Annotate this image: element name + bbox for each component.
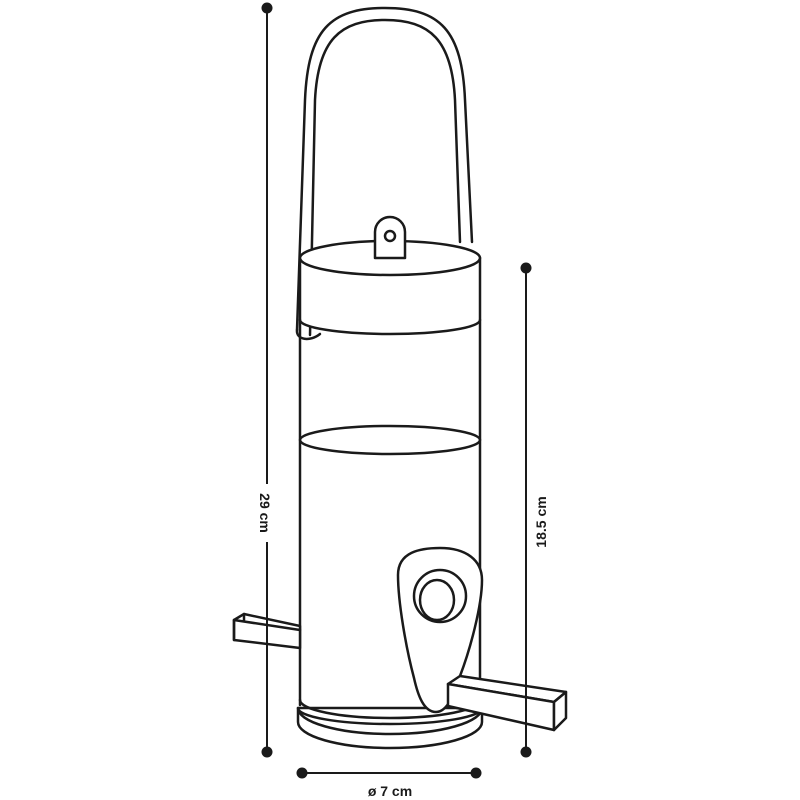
dimension-diameter: ø 7 cm [296,767,482,799]
feeder-lid [298,215,482,336]
eyelet-hole [383,229,397,243]
diameter-label: ø 7 cm [368,783,412,799]
port-opening-outer [412,568,468,624]
tube-height-label: 18.5 cm [533,496,549,547]
port-opening-inner [418,578,456,622]
seed-level [298,424,482,456]
right-perch [446,674,568,732]
feeding-port [396,546,484,714]
lid-eyelet [373,215,407,260]
hanging-wire-handle [295,6,474,341]
dimension-tube-height: 18.5 cm [520,262,556,758]
total-height-label: 29 cm [257,493,273,533]
dimension-total-height: 29 cm [252,2,282,758]
